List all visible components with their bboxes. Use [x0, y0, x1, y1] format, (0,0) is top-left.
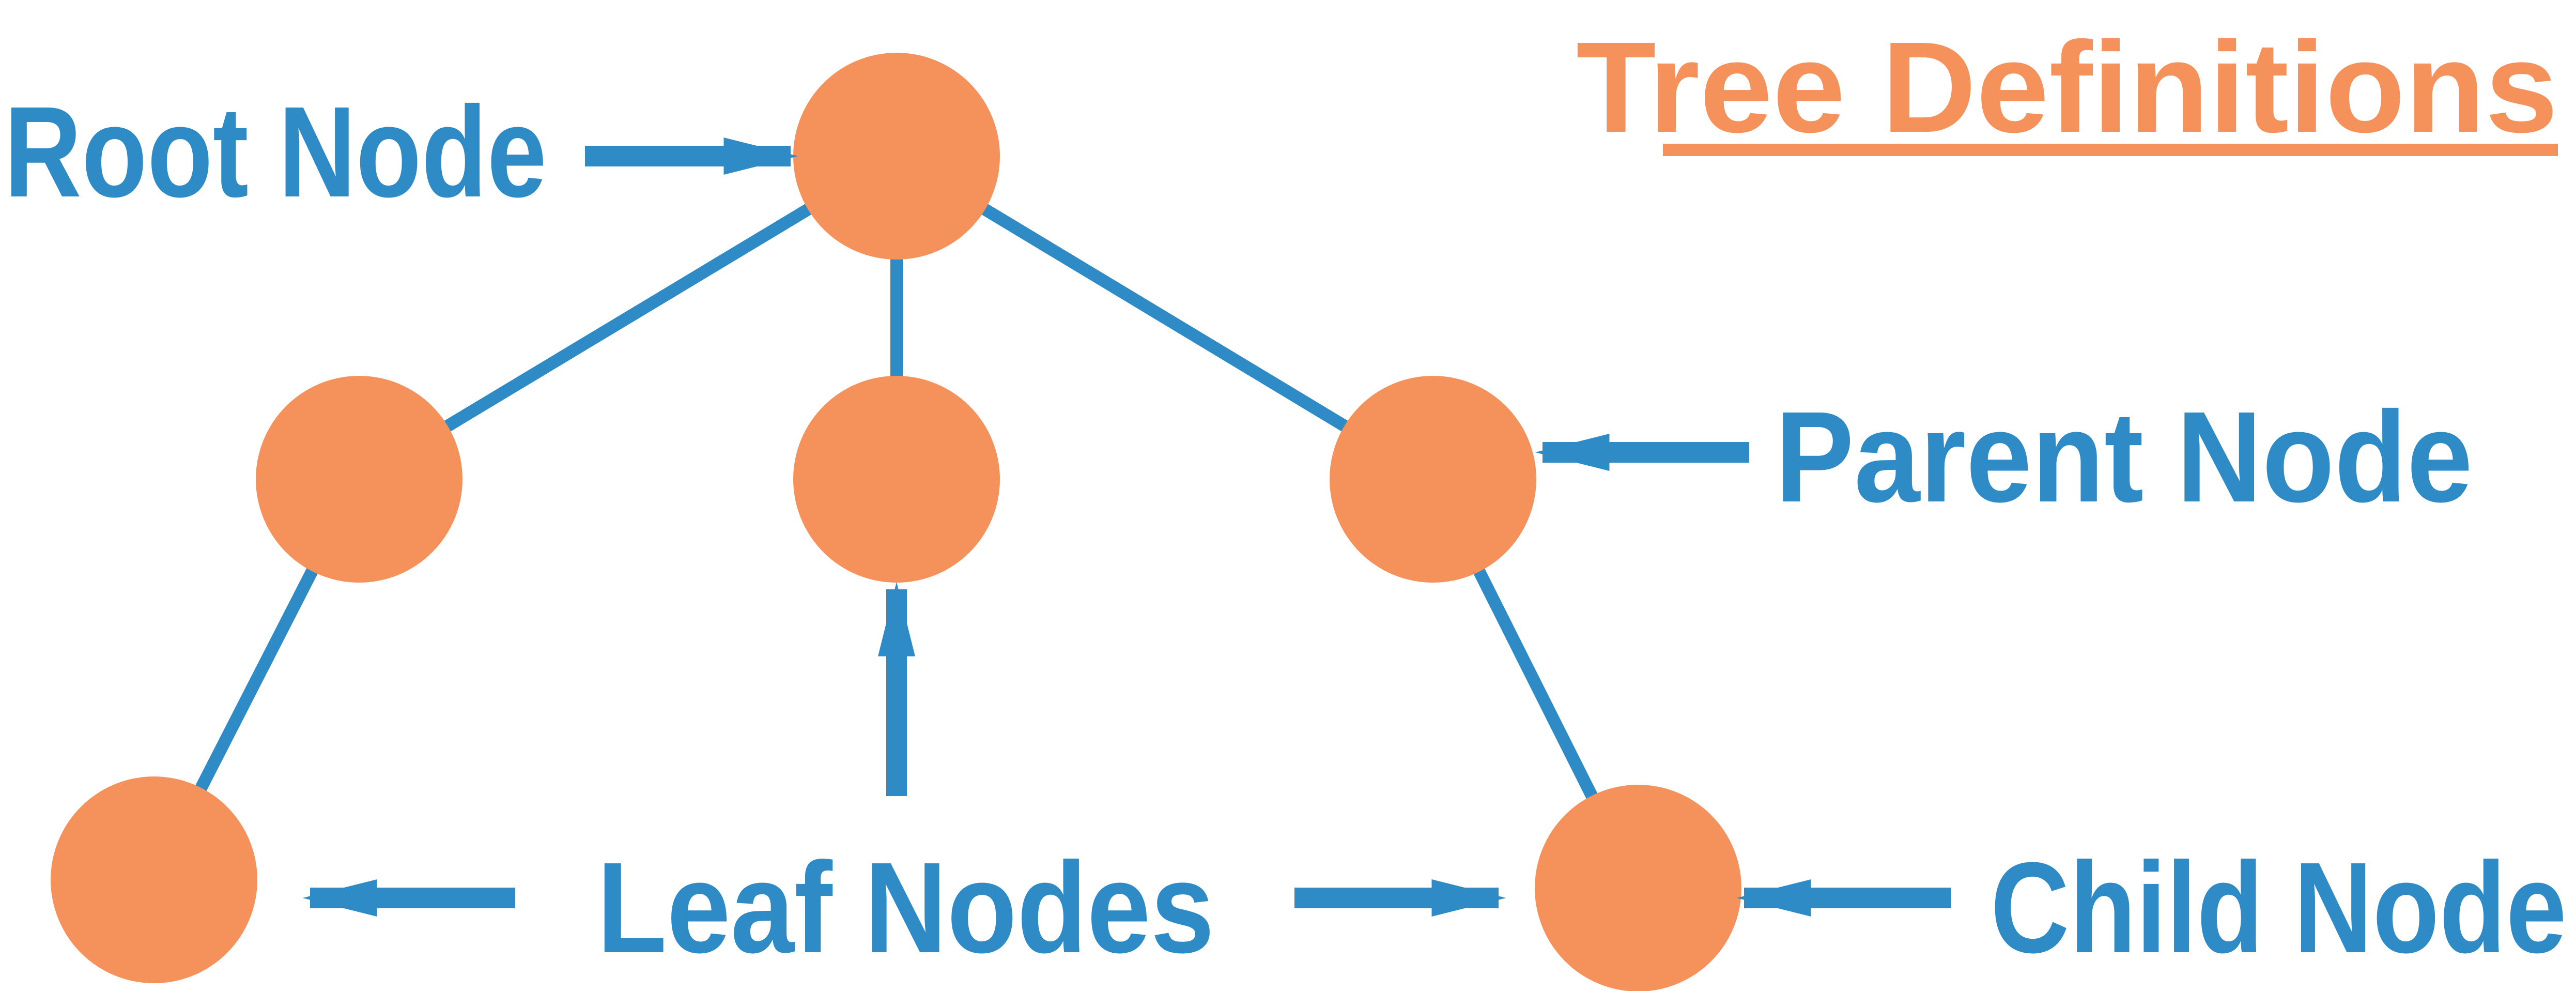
- bottom-left-leaf-node: [51, 776, 257, 983]
- root-node: [793, 53, 1000, 260]
- title-underline: [1663, 144, 2558, 156]
- parent-node: [1330, 376, 1536, 583]
- edge-root-left: [356, 150, 900, 485]
- leaf-nodes-label: Leaf Nodes: [597, 835, 1214, 980]
- left-node: [256, 376, 462, 583]
- child-node-label: Child Node: [1991, 835, 2567, 980]
- diagram-title: Tree Definitions: [1576, 15, 2558, 159]
- child-node: [1535, 785, 1741, 991]
- parent-node-label: Parent Node: [1775, 385, 2473, 529]
- pointer-arrows: [302, 138, 1951, 917]
- edge-root-right: [893, 150, 1437, 485]
- tree-nodes: [51, 53, 1741, 991]
- root-node-label: Root Node: [4, 80, 547, 224]
- middle-leaf-node: [793, 376, 1000, 583]
